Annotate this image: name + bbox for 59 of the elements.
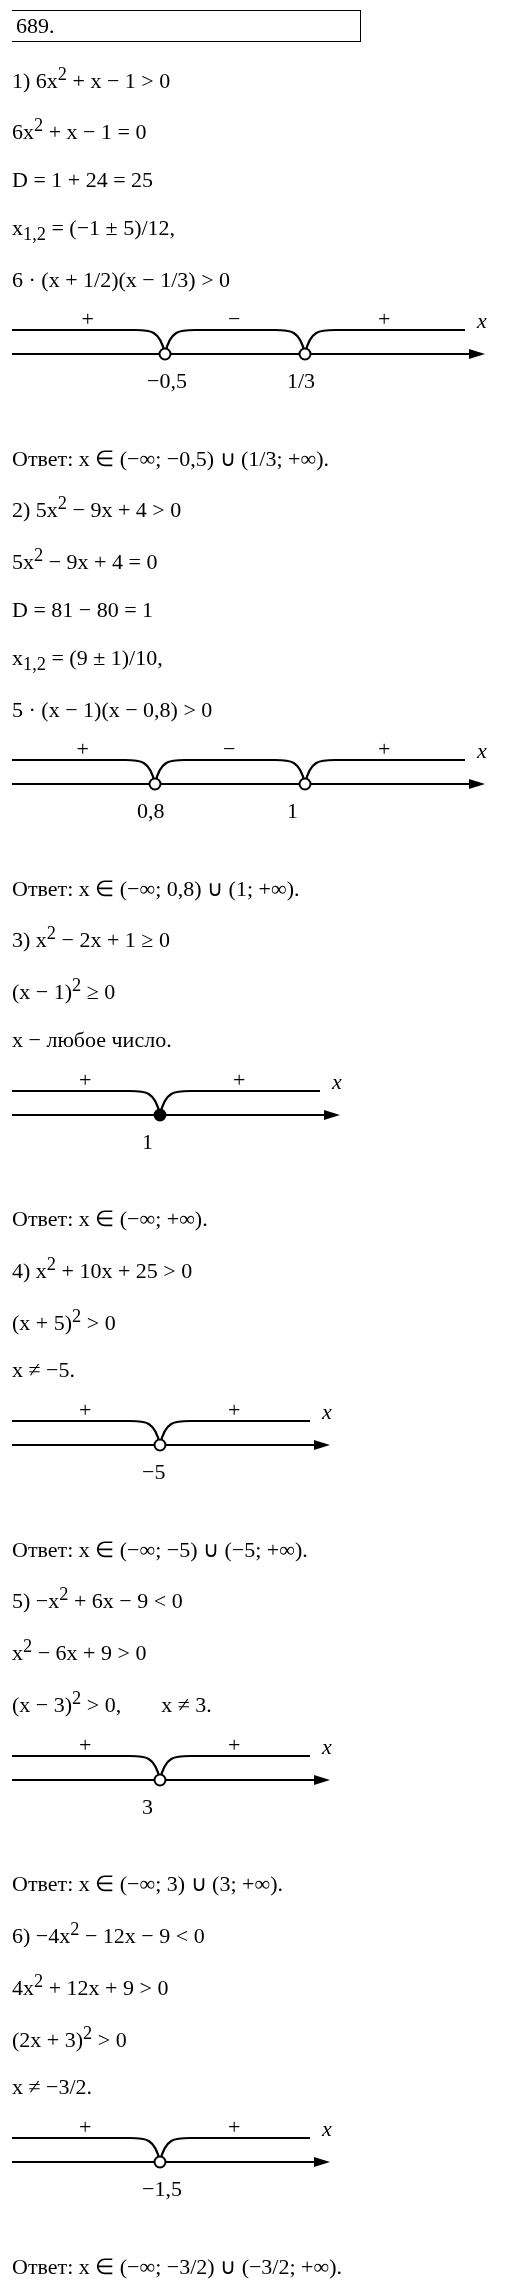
sign-label: +: [378, 308, 391, 331]
problem-number: 689.: [12, 10, 361, 42]
factored-inequality: 5 · (x − 1)(x − 0,8) > 0: [12, 696, 213, 723]
sign-label: −: [228, 308, 241, 331]
point-label: 1: [287, 800, 298, 823]
point-label: −1,5: [142, 2177, 182, 2200]
sign-label: −: [223, 738, 236, 761]
condition: x ≠ −5.: [12, 1357, 75, 1384]
equation: 5x$^{2}$ − 9x + 4 = 0: [12, 545, 158, 576]
sign-label: +: [79, 1733, 92, 1756]
answer: Ответ: x ∈ (−∞; −3/2) ∪ (−3/2; +∞).: [12, 2253, 342, 2280]
answer: Ответ: x ∈ (−∞; −5) ∪ (−5; +∞).: [12, 1536, 308, 1563]
discriminant: D = 81 − 80 = 1: [12, 597, 154, 624]
solution-note: x − любое число.: [12, 1027, 172, 1054]
inequality: (x + 5)$^{2}$ > 0: [12, 1305, 116, 1336]
answer: Ответ: x ∈ (−∞; −0,5) ∪ (1/3; +∞).: [12, 445, 329, 472]
sign-label: +: [228, 2115, 241, 2138]
axis-label: x: [477, 310, 487, 333]
discriminant: D = 1 + 24 = 25: [12, 167, 154, 194]
axis-label: x: [332, 1070, 342, 1093]
inequality: x$^{2}$ − 6x + 9 > 0: [12, 1635, 147, 1667]
axis-label: x: [322, 1401, 332, 1423]
point-label: −5: [142, 1461, 166, 1483]
axis-label: x: [322, 2117, 332, 2140]
point-label: 1: [142, 1130, 153, 1153]
point-label: 1/3: [287, 370, 316, 393]
condition: x ≠ −3/2.: [12, 2074, 93, 2101]
sign-label: +: [79, 1068, 92, 1091]
inequality: 3) x$^{2}$ − 2x + 1 ≥ 0: [12, 923, 170, 954]
point-label: 3: [142, 1795, 153, 1818]
inequality: 6) −4x$^{2}$ − 12x − 9 < 0: [12, 1918, 205, 1950]
sign-label: +: [228, 1733, 241, 1756]
answer: Ответ: x ∈ (−∞; 0,8) ∪ (1; +∞).: [12, 875, 300, 902]
answer: Ответ: x ∈ (−∞; 3) ∪ (3; +∞).: [12, 1871, 283, 1898]
sign-label: +: [228, 1399, 241, 1421]
sign-label: +: [76, 738, 89, 761]
sign-label: +: [79, 2115, 92, 2138]
point-label: 0,8: [137, 800, 165, 823]
answer: Ответ: x ∈ (−∞; +∞).: [12, 1206, 208, 1233]
factored-inequality: 6 · (x + 1/2)(x − 1/3) > 0: [12, 266, 231, 293]
condition: x ≠ 3.: [161, 1692, 212, 1719]
equation: 6x$^{2}$ + x − 1 = 0: [12, 115, 147, 146]
sign-label: +: [233, 1068, 246, 1091]
sign-label: +: [79, 1399, 92, 1421]
roots-formula: x$_{1,2}$ = (9 ± 1)/10,: [12, 644, 163, 676]
sign-label: +: [81, 308, 94, 331]
point-label: −0,5: [147, 370, 187, 393]
sign-label: +: [378, 738, 391, 761]
inequality: (x − 3)$^{2}$ > 0,: [12, 1687, 122, 1719]
inequality: 4) x$^{2}$ + 10x + 25 > 0: [12, 1253, 193, 1284]
inequality: 4x$^{2}$ + 12x + 9 > 0: [12, 1970, 169, 2001]
axis-label: x: [477, 740, 487, 763]
inequality: (2x + 3)$^{2}$ > 0: [12, 2022, 127, 2053]
inequality: 5) −x$^{2}$ + 6x − 9 < 0: [12, 1584, 183, 1615]
inequality: (x − 1)$^{2}$ ≥ 0: [12, 975, 116, 1006]
axis-label: x: [322, 1735, 332, 1758]
roots-formula: x$_{1,2}$ = (−1 ± 5)/12,: [12, 214, 176, 246]
inequality: 2) 5x$^{2}$ − 9x + 4 > 0: [12, 493, 182, 524]
inequality: 1) 6x$^{2}$ + x − 1 > 0: [12, 63, 171, 94]
